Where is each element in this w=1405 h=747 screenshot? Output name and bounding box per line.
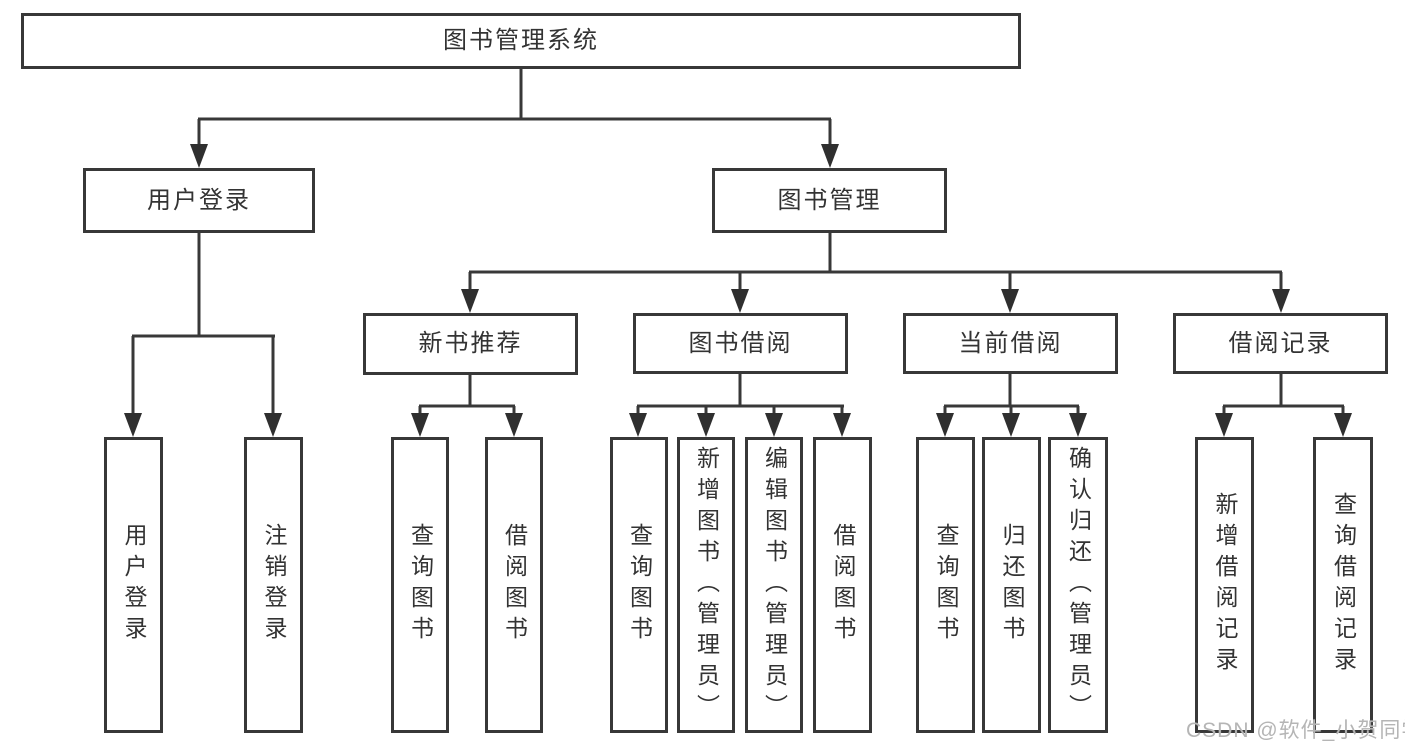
node-book-borrow-label: 图书借阅 — [688, 329, 793, 357]
node-book-management-label: 图书管理 — [777, 186, 882, 214]
leaf-query-books-3: 查询图书 — [916, 437, 975, 733]
leaf-query-books-1-label: 查询图书 — [407, 523, 434, 647]
leaf-confirm-return-admin: 确认归还（管理员） — [1048, 437, 1108, 733]
connector-segments — [131, 69, 1345, 416]
leaf-query-borrow-record: 查询借阅记录 — [1313, 437, 1373, 733]
node-current-borrow-label: 当前借阅 — [958, 329, 1063, 357]
leaf-query-books-3-label: 查询图书 — [933, 523, 959, 647]
node-borrow-records: 借阅记录 — [1173, 313, 1388, 374]
leaf-query-books-2-label: 查询图书 — [626, 523, 653, 647]
leaf-query-books-2: 查询图书 — [610, 437, 668, 733]
node-book-borrow: 图书借阅 — [633, 313, 848, 374]
node-user-login-group-label: 用户登录 — [147, 186, 251, 214]
leaf-edit-book-admin: 编辑图书（管理员） — [745, 437, 803, 733]
leaf-query-books-1: 查询图书 — [391, 437, 449, 733]
leaf-return-books: 归还图书 — [982, 437, 1041, 733]
leaf-add-borrow-record: 新增借阅记录 — [1195, 437, 1254, 733]
leaf-logout: 注销登录 — [244, 437, 303, 733]
leaf-borrow-books-2-label: 借阅图书 — [830, 523, 856, 647]
node-new-book-recommend-label: 新书推荐 — [418, 330, 523, 357]
node-new-book-recommend: 新书推荐 — [363, 313, 578, 375]
node-root-system: 图书管理系统 — [21, 13, 1021, 69]
leaf-add-borrow-record-label: 新增借阅记录 — [1212, 492, 1238, 678]
leaf-confirm-return-admin-label: 确认归还（管理员） — [1065, 445, 1092, 725]
leaf-user-login: 用户登录 — [104, 437, 163, 733]
leaf-logout-label: 注销登录 — [261, 523, 287, 647]
leaf-borrow-books-1: 借阅图书 — [485, 437, 543, 733]
arrowheads — [124, 144, 1352, 437]
node-root-system-label: 图书管理系统 — [443, 27, 599, 54]
leaf-add-book-admin: 新增图书（管理员） — [677, 437, 735, 733]
node-user-login-group: 用户登录 — [83, 168, 315, 233]
leaf-user-login-label: 用户登录 — [121, 523, 147, 647]
node-current-borrow: 当前借阅 — [903, 313, 1118, 374]
leaf-borrow-books-1-label: 借阅图书 — [501, 523, 528, 647]
leaf-query-borrow-record-label: 查询借阅记录 — [1330, 492, 1357, 678]
node-book-management: 图书管理 — [712, 168, 947, 233]
leaf-borrow-books-2: 借阅图书 — [813, 437, 872, 733]
node-borrow-records-label: 借阅记录 — [1228, 329, 1333, 357]
leaf-add-book-admin-label: 新增图书（管理员） — [693, 445, 720, 725]
leaf-return-books-label: 归还图书 — [999, 523, 1025, 647]
csdn-watermark: CSDN @软件_小贺同学 — [1186, 719, 1405, 742]
leaf-edit-book-admin-label: 编辑图书（管理员） — [761, 445, 788, 725]
